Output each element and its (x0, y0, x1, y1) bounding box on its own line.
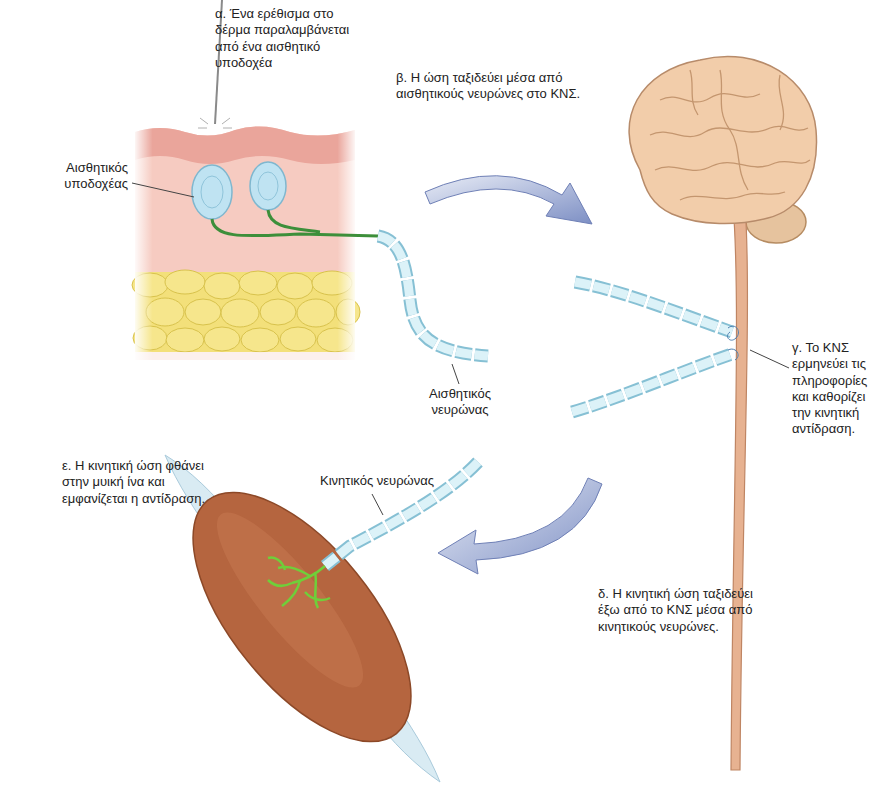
step-caption: ε. Η κινητική ώση φθάνει στην μυική ίνα … (62, 458, 222, 507)
leader-line (452, 364, 459, 384)
brain-folds (650, 70, 810, 200)
leader-line (750, 350, 789, 368)
sensory-receptor (192, 162, 286, 219)
step-caption: β. Η ώση ταξιδεύει μέσα από αισθητικούς … (396, 70, 581, 103)
step-caption: γ. Το ΚΝΣ ερμηνεύει τις πληροφορίες και … (792, 340, 886, 438)
spinal-cord (731, 205, 747, 770)
cerebrum (629, 56, 816, 223)
leader-line (372, 494, 383, 515)
nerve-fiber (212, 210, 378, 236)
leader-line (132, 183, 194, 197)
step-caption: δ. Η κινητική ώση ταξιδεύει έξω από το Κ… (598, 586, 773, 635)
brain (629, 56, 816, 770)
part-label: Κινητικός νευρώνας (320, 473, 460, 489)
part-label: Αισθητικός νευρώνας (405, 386, 515, 419)
synapse (728, 326, 739, 360)
flow-arrow (425, 176, 592, 224)
part-label: Αισθητικός υποδοχέας (28, 160, 128, 193)
sensory-neuron (378, 236, 488, 356)
spinal-nerve (572, 282, 732, 412)
motor-end-plate (268, 558, 330, 609)
skin-section (132, 124, 360, 364)
flow-arrow (438, 478, 602, 574)
step-caption: α. Ένα ερέθισμα στο δέρμα παραλαμβάνεται… (215, 6, 365, 71)
